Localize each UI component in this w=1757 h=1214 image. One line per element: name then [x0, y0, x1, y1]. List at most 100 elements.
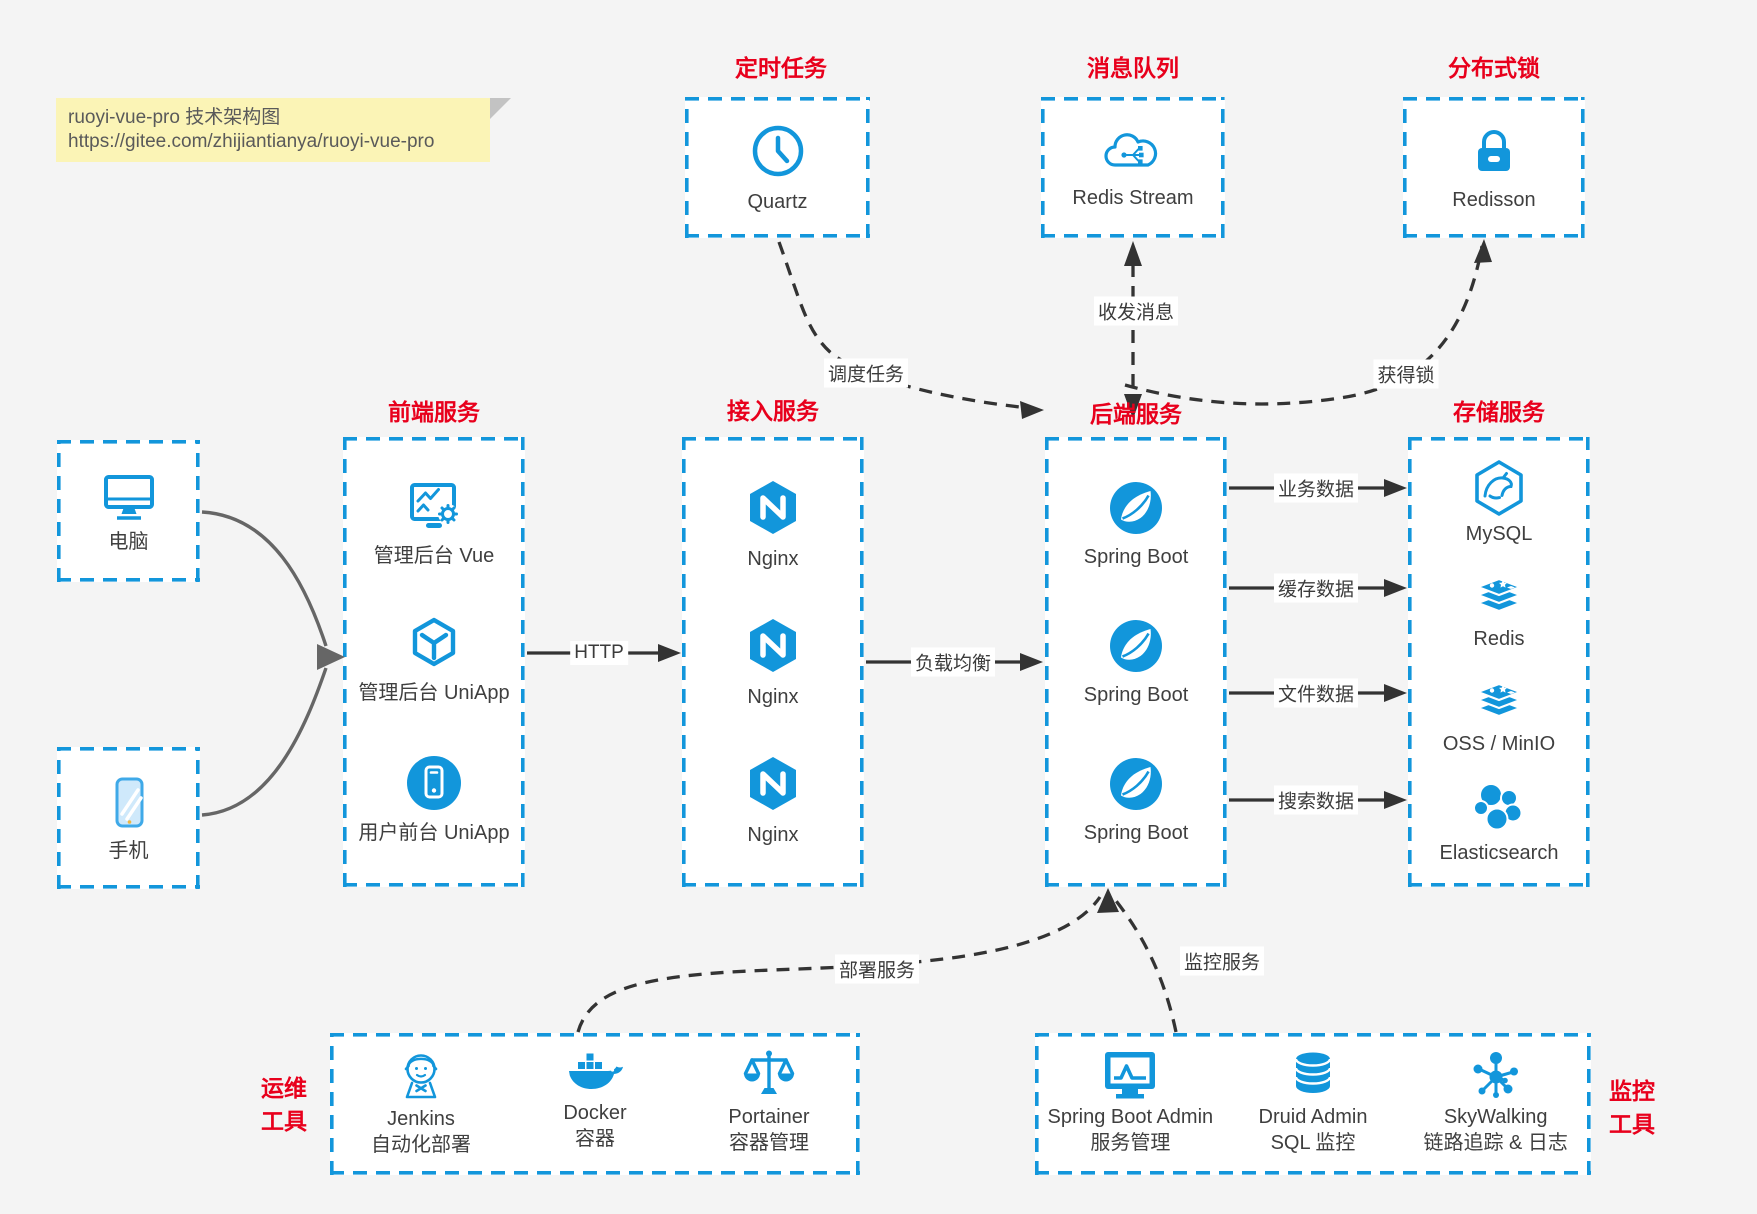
ops-item-docker: Docker 容器 — [508, 1047, 682, 1151]
nginx-icon — [743, 754, 803, 814]
backend-item-1: Spring Boot — [1084, 480, 1188, 569]
druid-database-icon — [1285, 1047, 1341, 1103]
frontend-vue-label: 管理后台 Vue — [373, 545, 495, 568]
search-data-label: 搜索数据 — [1273, 785, 1359, 815]
redis-stream-label: Redis Stream — [1072, 187, 1194, 209]
mysql-icon — [1470, 459, 1528, 517]
storage-item-oss: OSS / MinIO — [1443, 675, 1555, 756]
cloud-mq-icon — [1101, 125, 1165, 177]
frontend-item-vue: 管理后台 Vue — [374, 479, 494, 568]
note-title: ruoyi-vue-pro 技术架构图 — [68, 107, 281, 128]
lock-icon — [1466, 123, 1522, 179]
nginx-icon — [743, 478, 803, 538]
schedule-arrowhead — [1020, 401, 1044, 419]
nginx-label: Nginx — [747, 823, 799, 846]
cache-arrowhead — [1384, 579, 1407, 597]
lock-arrowhead — [1474, 239, 1492, 263]
gateway-services-box: Nginx Nginx Nginx — [682, 437, 864, 887]
frontend-item-user-uniapp: 用户前台 UniApp — [358, 754, 510, 845]
portainer-sub-label: 容器管理 — [729, 1132, 809, 1154]
oss-minio-icon — [1470, 675, 1528, 727]
frontend-admin-uniapp-label: 管理后台 UniApp — [358, 682, 510, 705]
business-data-label: 业务数据 — [1273, 473, 1359, 503]
elasticsearch-label: Elasticsearch — [1439, 842, 1559, 864]
smartphone-icon — [101, 774, 157, 830]
spring-boot-label: Spring Boot — [1083, 683, 1189, 706]
backend-item-2: Spring Boot — [1083, 618, 1189, 707]
quartz-item: Quartz — [747, 121, 808, 214]
monitor-item-skywalking: SkyWalking 链路追踪 & 日志 — [1404, 1047, 1587, 1155]
cache-data-label: 缓存数据 — [1273, 573, 1359, 603]
computer-to-frontend-curve — [201, 510, 328, 647]
client-computer-box: 电脑 — [57, 440, 200, 582]
spring-boot-icon — [1108, 756, 1164, 812]
frontend-arrowhead — [317, 644, 345, 670]
ops-item-jenkins: Jenkins 自动化部署 — [334, 1047, 508, 1157]
message-up-arrowhead — [1124, 241, 1142, 266]
title-monitor-tools: 监控 工具 — [1599, 1075, 1665, 1141]
sba-sub-label: 服务管理 — [1090, 1132, 1171, 1154]
title-scheduled-task: 定时任务 — [735, 55, 827, 81]
title-backend-services: 后端服务 — [1090, 401, 1182, 427]
business-arrowhead — [1384, 479, 1407, 497]
clock-icon — [748, 121, 808, 181]
portainer-scales-icon — [740, 1047, 798, 1103]
nginx-label: Nginx — [747, 685, 799, 708]
nginx-icon — [743, 616, 803, 676]
frontend-user-uniapp-label: 用户前台 UniApp — [358, 821, 510, 844]
phone-item: 手机 — [101, 774, 157, 863]
redis-icon — [1470, 570, 1528, 622]
jenkins-label: Jenkins — [387, 1108, 455, 1130]
redis-label: Redis — [1473, 628, 1525, 650]
redisson-item: Redisson — [1452, 123, 1536, 212]
phone-label: 手机 — [108, 839, 149, 862]
note-url: https://gitee.com/zhijiantianya/ruoyi-vu… — [68, 131, 435, 152]
http-arrowhead — [658, 644, 681, 662]
note-fold — [490, 98, 511, 119]
sba-label: Spring Boot Admin — [1047, 1106, 1214, 1128]
file-data-label: 文件数据 — [1273, 678, 1359, 708]
client-phone-box: 手机 — [57, 747, 200, 889]
druid-sub-label: SQL 监控 — [1270, 1132, 1356, 1154]
phone-to-frontend-curve — [201, 667, 328, 817]
quartz-label: Quartz — [747, 191, 808, 213]
title-message-queue: 消息队列 — [1087, 55, 1179, 81]
deploy-service-label: 部署服务 — [834, 954, 920, 984]
spring-boot-admin-icon — [1100, 1047, 1160, 1103]
uniapp-cube-icon — [406, 616, 462, 672]
redis-stream-item: Redis Stream — [1072, 125, 1194, 210]
frontend-item-admin-uniapp: 管理后台 UniApp — [358, 616, 510, 705]
monitor-item-druid: Druid Admin SQL 监控 — [1222, 1047, 1405, 1155]
sticky-note: ruoyi-vue-pro 技术架构图 https://gitee.com/zh… — [56, 98, 490, 162]
load-balance-arrowhead — [1020, 653, 1043, 671]
computer-item: 电脑 — [101, 469, 157, 554]
admin-vue-icon — [405, 479, 463, 535]
monitor-service-label: 监控服务 — [1179, 946, 1265, 976]
nginx-label: Nginx — [747, 547, 799, 570]
file-arrowhead — [1384, 684, 1407, 702]
title-ops-tools: 运维 工具 — [252, 1072, 316, 1138]
monitor-tools-box: Spring Boot Admin 服务管理 Druid Admin SQL 监… — [1035, 1033, 1591, 1175]
spring-boot-icon — [1108, 480, 1164, 536]
search-arrowhead — [1384, 791, 1407, 809]
monitor-title-line1: 监控 — [1609, 1078, 1655, 1104]
user-uniapp-icon — [405, 754, 463, 812]
title-storage-services: 存储服务 — [1453, 399, 1545, 425]
ops-tools-box: Jenkins 自动化部署 Docker 容器 — [330, 1033, 860, 1175]
gateway-item-2: Nginx — [743, 616, 803, 709]
message-label: 收发消息 — [1093, 296, 1179, 326]
storage-item-mysql: MySQL — [1466, 459, 1532, 546]
monitor-item-sba: Spring Boot Admin 服务管理 — [1039, 1047, 1222, 1155]
skywalking-sub-label: 链路追踪 & 日志 — [1423, 1132, 1568, 1154]
storage-services-box: MySQL Redis — [1408, 437, 1590, 887]
acquire-lock-label: 获得锁 — [1373, 359, 1439, 389]
load-balance-label: 负载均衡 — [910, 647, 996, 677]
gateway-item-1: Nginx — [743, 478, 803, 571]
ops-title-line2: 工具 — [261, 1108, 307, 1134]
spring-boot-icon — [1108, 618, 1164, 674]
backend-item-3: Spring Boot — [1084, 756, 1188, 845]
elasticsearch-icon — [1471, 780, 1527, 836]
docker-label: Docker — [563, 1102, 627, 1124]
schedule-task-label: 调度任务 — [823, 358, 909, 388]
